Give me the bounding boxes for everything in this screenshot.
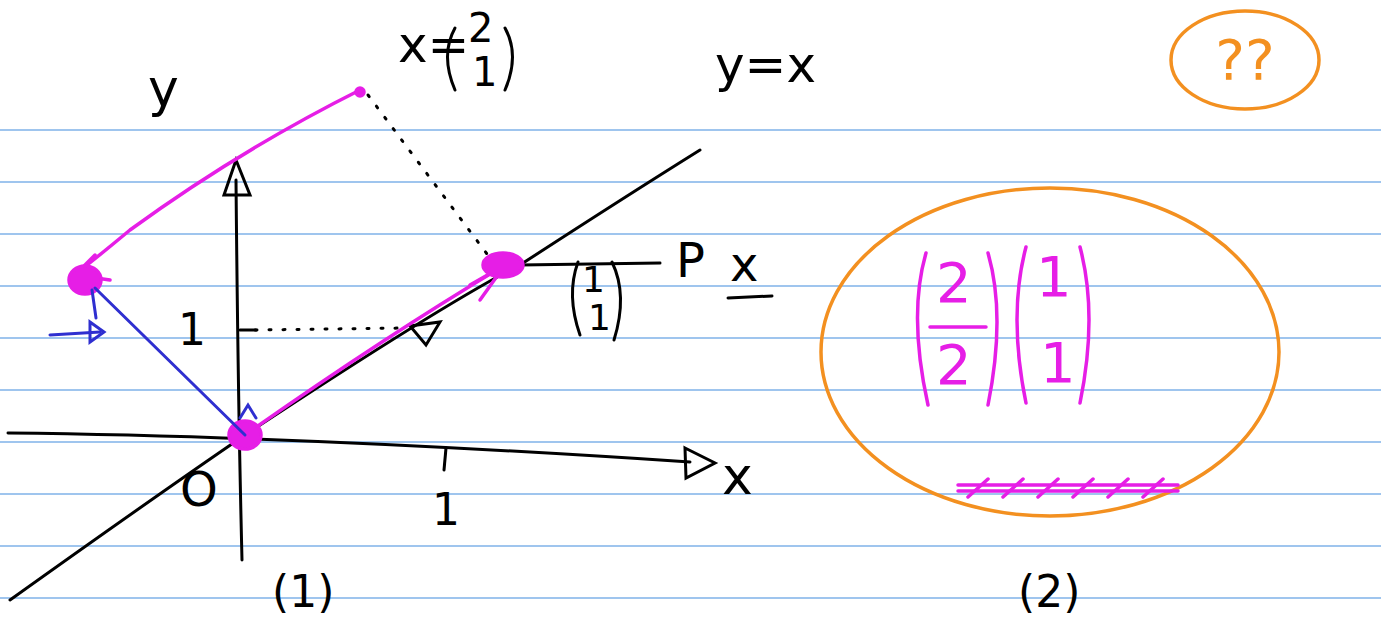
origin-label: O — [180, 465, 218, 513]
blue-strokes — [50, 288, 256, 435]
blue-arrowhead — [90, 322, 104, 342]
question-circle: ?? — [1168, 8, 1322, 112]
pink-strokes — [69, 88, 523, 449]
tick-label: 1 — [432, 488, 460, 532]
x-axis — [8, 433, 690, 462]
hatch-bar — [958, 483, 1178, 487]
axis-label: x — [722, 450, 753, 502]
highlight-ellipse: 2 2 1 1 — [818, 185, 1282, 519]
blue-arrow — [50, 332, 100, 335]
projection-dotted-line — [368, 95, 490, 258]
tick-label: 1 — [178, 308, 206, 352]
fraction-bar — [930, 325, 986, 329]
blue-caret — [240, 405, 256, 418]
vector-paren — [572, 262, 580, 335]
pink-line — [78, 90, 360, 272]
vector-paren — [612, 262, 621, 340]
hatch-bar — [958, 489, 1178, 493]
vector-paren — [505, 28, 513, 90]
question-text: ?? — [1215, 32, 1274, 88]
math-paren — [988, 253, 997, 405]
axis-label: y — [148, 62, 179, 114]
vector-entry: 2 — [468, 8, 493, 48]
y-axis — [236, 180, 242, 560]
vector-entry: 1 — [582, 262, 605, 298]
part-number: (1) — [272, 570, 334, 614]
orange-outline — [1171, 11, 1319, 109]
pink-point — [356, 88, 364, 96]
vector-entry: 1 — [588, 300, 611, 336]
tick-mark — [444, 448, 446, 470]
vector-name: x= — [398, 20, 469, 70]
ruled-lines — [0, 130, 1381, 598]
math-paren — [917, 253, 928, 405]
projection-label: P — [676, 236, 705, 284]
blue-vector — [95, 288, 245, 435]
black-axes — [8, 28, 772, 600]
x-arrowhead — [685, 448, 715, 478]
triangle-mark — [410, 322, 440, 345]
dashed-line — [255, 328, 405, 330]
math-entry: 1 — [1036, 249, 1072, 305]
orange-outline — [821, 188, 1279, 516]
math-paren — [1080, 247, 1089, 403]
line-label: y=x — [715, 40, 816, 90]
math-entry: 2 — [936, 337, 972, 393]
part-number: (2) — [1018, 570, 1080, 614]
math-entry: 2 — [936, 255, 972, 311]
vector-underline — [728, 296, 772, 298]
pink-line — [245, 268, 500, 435]
pink-point — [483, 253, 523, 277]
blue-arrowhead — [92, 290, 96, 318]
projection-label: x — [730, 240, 758, 288]
math-entry: 1 — [1040, 335, 1076, 391]
math-paren — [1017, 247, 1026, 403]
hatch-marks — [968, 479, 1163, 497]
vector-entry: 1 — [472, 52, 497, 92]
line-y-equals-x — [10, 150, 700, 600]
